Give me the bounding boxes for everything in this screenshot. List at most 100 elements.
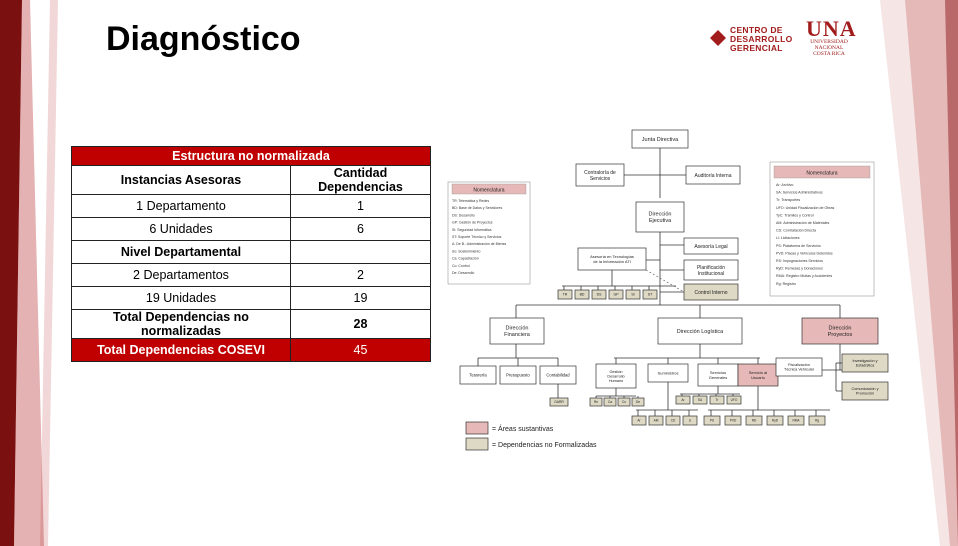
gdh-unit-box bbox=[589, 397, 603, 407]
una-line-2: NACIONAL bbox=[814, 45, 844, 51]
nomenclature-left-line: A. De B.: Administración de Bienes bbox=[452, 242, 507, 246]
right-stripe-mid bbox=[905, 0, 958, 546]
right-stripe-dark bbox=[945, 0, 958, 546]
nomenclature-right-line: AM: Administración de Materiales bbox=[776, 221, 830, 225]
cdg-line-1: CENTRO DE bbox=[730, 25, 783, 35]
dashed-connector bbox=[645, 269, 685, 293]
row-label: Total Dependencias no normalizadas bbox=[71, 309, 291, 339]
presupuesto-label: Presupuesto bbox=[506, 372, 530, 377]
nomenclature-right-header bbox=[773, 165, 871, 179]
ti-unit-label: BD bbox=[580, 293, 585, 297]
nomenclature-right-line: UFO: Unidad Fiscalización de Obras bbox=[776, 206, 835, 210]
su-unit-label: PS bbox=[710, 419, 714, 423]
control-interno-box bbox=[683, 283, 739, 301]
row-value: 28 bbox=[290, 309, 431, 339]
col-header-cantidad: Cantidad Dependencias bbox=[290, 165, 431, 195]
ti-unit-label: GP bbox=[613, 293, 619, 297]
contraloria-label: Servicios bbox=[590, 176, 611, 182]
su-unit-box bbox=[766, 415, 784, 426]
asesoria-legal-label: Asesoría Legal bbox=[694, 244, 727, 250]
total-label: Total Dependencias COSEVI bbox=[71, 338, 291, 362]
direccion-ejecutiva-label: Ejecutiva bbox=[649, 218, 672, 224]
row-value: 1 bbox=[290, 194, 431, 218]
sg-unit-label: SA bbox=[698, 398, 703, 402]
gestion-desarrollo-label: Humano bbox=[609, 379, 623, 383]
table-row: 6 Unidades 6 bbox=[71, 217, 431, 241]
nomenclature-right-line: RS: Impugnaciones Servicios bbox=[776, 259, 823, 263]
gdh-unit-label: Co bbox=[622, 400, 626, 404]
dir-financiera-box bbox=[489, 317, 545, 345]
nomenclature-right-line: Ar: Archivo bbox=[776, 183, 793, 187]
contabilidad-sub-box bbox=[549, 397, 569, 407]
gestion-desarrollo-label: Gestión bbox=[609, 370, 622, 374]
sum-unit-box bbox=[648, 415, 664, 426]
fiscalizacion-label: Técnica Vehicular bbox=[784, 368, 815, 372]
sg-unit-box bbox=[709, 395, 725, 405]
gdh-unit-label: De bbox=[636, 400, 640, 404]
cdg-line-2: DESARROLLO bbox=[730, 34, 793, 44]
right-stripe-light bbox=[880, 0, 958, 546]
tesoreria-box bbox=[459, 365, 497, 385]
table-header-row: Estructura no normalizada bbox=[71, 146, 431, 166]
gdh-unit-label: Ca bbox=[608, 400, 612, 404]
nomenclature-right-line: PS: Plataforma de Servicios bbox=[776, 244, 821, 248]
nomenclature-left-line: ST: Soporte Técnico y Servicios bbox=[452, 235, 502, 239]
sum-unit-box bbox=[682, 415, 698, 426]
nomenclature-right-line: SA: Servicios Administrativos bbox=[776, 191, 823, 195]
nomenclature-right-line: RMA: Registro Multas y Accidentes bbox=[776, 274, 832, 278]
cdg-logo: CENTRO DE DESARROLLO GERENCIAL bbox=[710, 24, 792, 54]
row-value: 6 bbox=[290, 217, 431, 241]
servicios-generales-label: Servicios bbox=[710, 370, 726, 375]
su-unit-box bbox=[787, 415, 805, 426]
table-row: Nivel Departamental bbox=[71, 240, 431, 264]
nomenclature-left-line: SI: Seguridad Informática bbox=[452, 228, 492, 232]
una-wordmark: UNA bbox=[806, 16, 857, 41]
gdh-unit-box bbox=[603, 397, 617, 407]
auditoria-label: Auditoría Interna bbox=[695, 173, 732, 179]
gdh-unit-box bbox=[631, 397, 645, 407]
dir-financiera-label: Dirección bbox=[506, 326, 529, 332]
ti-unit-label: SI bbox=[631, 293, 634, 297]
left-stripe-dark bbox=[0, 0, 22, 546]
asesoria-legal-box bbox=[683, 237, 739, 255]
legend-no-formalizadas-label: = Dependencias no Formalizadas bbox=[492, 442, 597, 449]
row-value: 2 bbox=[290, 263, 431, 287]
nomenclature-left-line: BD: Base de Datos y Servidores bbox=[452, 206, 502, 210]
legend-sustantivas-swatch bbox=[465, 421, 489, 435]
ti-unit-label: TR bbox=[563, 293, 568, 297]
nomenclature-right-line: Rg: Registro bbox=[776, 282, 796, 286]
row-value bbox=[290, 240, 431, 264]
una-line-3: COSTA RICA bbox=[813, 51, 845, 57]
dir-proyectos-label: Proyectos bbox=[828, 332, 853, 338]
ti-unit-box bbox=[574, 289, 590, 300]
ti-unit-box bbox=[608, 289, 624, 300]
sg-unit-box bbox=[675, 395, 691, 405]
su-unit-box bbox=[745, 415, 763, 426]
sg-unit-label: Tr bbox=[716, 398, 720, 402]
comunicacion-label: Comunicación y bbox=[851, 387, 878, 391]
sum-unit-label: Ar bbox=[637, 419, 641, 423]
nomenclature-left-title: Nomenclatura bbox=[473, 188, 504, 194]
suministros-label: Suministros bbox=[658, 370, 679, 375]
row-label: 2 Departamentos bbox=[71, 263, 291, 287]
cdg-diamond-icon bbox=[710, 30, 726, 46]
nomenclature-right-line: Li: Licitaciones bbox=[776, 236, 800, 240]
sg-unit-label: Ar bbox=[681, 398, 685, 402]
su-unit-label: Rg bbox=[815, 419, 819, 423]
planificacion-box bbox=[683, 259, 739, 281]
presupuesto-box bbox=[499, 365, 537, 385]
structure-table: Estructura no normalizada Instancias Ase… bbox=[71, 146, 431, 362]
gdh-unit-label: Re bbox=[594, 400, 598, 404]
table-row: Total Dependencias no normalizadas 28 bbox=[71, 309, 431, 339]
legend-no-formalizadas-swatch bbox=[465, 437, 489, 451]
nomenclature-left-line: Ca: Capacitación bbox=[452, 257, 479, 261]
tesoreria-label: Tesorería bbox=[469, 372, 487, 377]
left-stripe-faint bbox=[40, 0, 58, 546]
nomenclature-left-line: So: Sostenimiento bbox=[452, 249, 480, 253]
row-label: 6 Unidades bbox=[71, 217, 291, 241]
cdg-line-3: GERENCIAL bbox=[730, 43, 783, 53]
nomenclature-left-header bbox=[451, 183, 527, 195]
nomenclature-right-line: CD: Contratación Directa bbox=[776, 229, 816, 233]
